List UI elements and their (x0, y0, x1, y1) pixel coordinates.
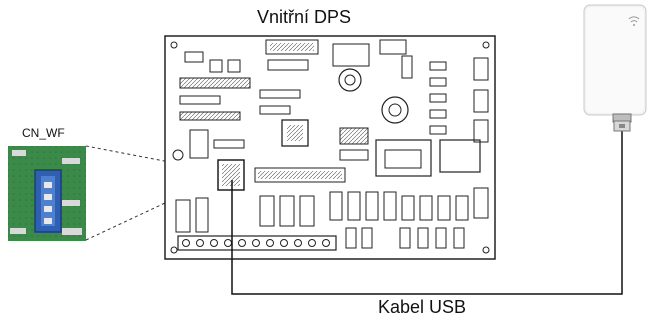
indoor-pcb (165, 36, 495, 259)
wifi-dongle (584, 5, 646, 131)
connector-inset (8, 146, 86, 241)
